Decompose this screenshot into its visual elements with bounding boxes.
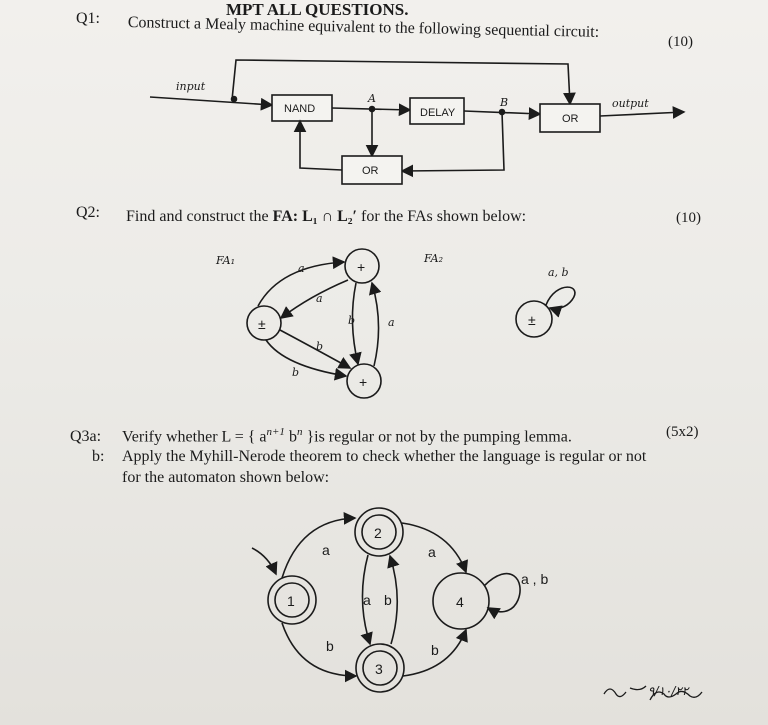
delay-box	[409, 97, 465, 125]
input-label: input	[176, 80, 206, 93]
loop-4-label: a , b	[521, 571, 548, 587]
or-right-label: OR	[562, 113, 579, 125]
edge-1-3-label: b	[326, 638, 334, 654]
fa1-top-symbol: +	[357, 259, 365, 275]
fa1-start-symbol: ±	[258, 316, 266, 332]
state-1-inner	[274, 582, 310, 618]
fa1-edge-top-bottom	[349, 282, 362, 366]
page-heading: MPT ALL QUESTIONS.	[226, 0, 409, 19]
fa1-label-top-start: a	[316, 292, 323, 305]
state-3-label: 3	[375, 661, 383, 677]
fa1-diagram	[246, 248, 382, 399]
edge-2-4	[401, 522, 468, 574]
q2-text-bold: FA:	[272, 208, 299, 225]
input-to-or-wire	[231, 59, 576, 106]
delay-label: DELAY	[420, 107, 456, 119]
q3-automaton	[251, 507, 521, 693]
q1-marks: (10)	[668, 34, 693, 50]
signature-date: ۹/۱۰/۲۲	[648, 684, 689, 698]
output-wire	[599, 106, 686, 119]
q3b-text-line1: Apply the Myhill-Nerode theorem to check…	[122, 448, 647, 465]
q3a-text: Verify whether L = { an+1 bn }is regular…	[122, 426, 572, 446]
state-2-label: 2	[374, 525, 382, 541]
fa1-bottom-state	[346, 363, 382, 399]
fa1-label-bottom-top: a	[388, 316, 395, 329]
fa1-label-start-top: a	[298, 262, 305, 275]
q3b-text-line2: for the automaton shown below:	[122, 469, 330, 486]
fa2-loop	[545, 286, 576, 318]
edge-2-3-label: a	[363, 592, 371, 608]
state-3-outer	[355, 643, 405, 693]
nand-label: NAND	[284, 103, 315, 115]
q2-text-suffix: for the FAs shown below:	[361, 208, 527, 225]
wire-b-label: B	[499, 96, 508, 109]
edge-3-4-label: b	[431, 642, 439, 658]
state-3-inner	[362, 650, 398, 686]
fa1-start-state	[246, 305, 282, 341]
fa1-edge-start-bottom-inner	[279, 329, 352, 369]
edge-3-2	[387, 554, 400, 645]
q2-text-expr: L₁ ∩ L₂′	[302, 208, 358, 225]
state-2-inner	[361, 514, 397, 550]
fa1-edge-start-bottom-outer	[265, 339, 348, 381]
output-label: output	[612, 97, 649, 110]
q3a-text-prefix: Verify whether L = { a	[122, 428, 267, 446]
q3a-marks: (5x2)	[666, 424, 699, 440]
q3a-exp2: n	[296, 426, 303, 438]
or-to-nand-wire	[293, 119, 343, 171]
fa1-edge-start-top	[257, 256, 346, 307]
q3a-mid: b	[284, 428, 297, 446]
edge-2-4-label: a	[428, 544, 436, 560]
fa2-diagram	[515, 286, 576, 338]
edge-1-2-label: a	[322, 542, 330, 558]
edge-1-3	[281, 622, 358, 683]
or-bottom-label: OR	[362, 165, 379, 177]
state-4-label: 4	[456, 594, 464, 610]
q2-marks: (10)	[676, 210, 701, 226]
loop-4	[483, 572, 521, 620]
signature-scribble	[603, 685, 703, 701]
q2-number: Q2:	[76, 204, 100, 221]
q3a-number: Q3a:	[70, 428, 102, 445]
edge-3-4	[402, 628, 468, 677]
q1-number: Q1:	[76, 10, 100, 27]
fa1-label-top-bottom: b	[348, 314, 355, 327]
fa1-label-start-bottom-inner: b	[316, 340, 323, 353]
state-2-outer	[354, 507, 404, 557]
state-1-label: 1	[287, 593, 295, 609]
fa2-state	[515, 300, 553, 338]
sequential-circuit	[149, 59, 686, 185]
q2-text-prefix: Find and construct the	[126, 208, 269, 225]
state-1-outer	[267, 575, 317, 625]
fa2-loop-label: a, b	[548, 266, 569, 279]
fa1-edge-bottom-top	[369, 281, 382, 367]
q3b-number: b:	[92, 448, 105, 465]
or-bottom-box	[341, 155, 403, 185]
fa1-bottom-symbol: +	[359, 374, 367, 390]
wire-a-label: A	[367, 92, 376, 105]
fa2-label: FA₂	[423, 252, 443, 265]
edge-3-2-label: b	[384, 592, 392, 608]
wire-b-to-or	[400, 111, 505, 178]
fa1-edge-top-start	[279, 279, 349, 319]
edge-2-3	[360, 554, 373, 646]
q3a-text-suffix: }is regular or not by the pumping lemma.	[302, 428, 572, 446]
start-arrow	[251, 547, 278, 576]
input-wire	[149, 96, 274, 111]
fa1-label: FA₁	[215, 254, 235, 267]
edge-1-2	[281, 512, 357, 579]
q3a-exp1: n+1	[266, 426, 285, 438]
or-right-box	[539, 103, 601, 133]
fa1-label-bottom-start: b	[292, 366, 299, 379]
fa2-state-symbol: ±	[528, 312, 536, 328]
q2-text: Find and construct the FA: L₁ ∩ L₂′ for …	[126, 208, 526, 226]
